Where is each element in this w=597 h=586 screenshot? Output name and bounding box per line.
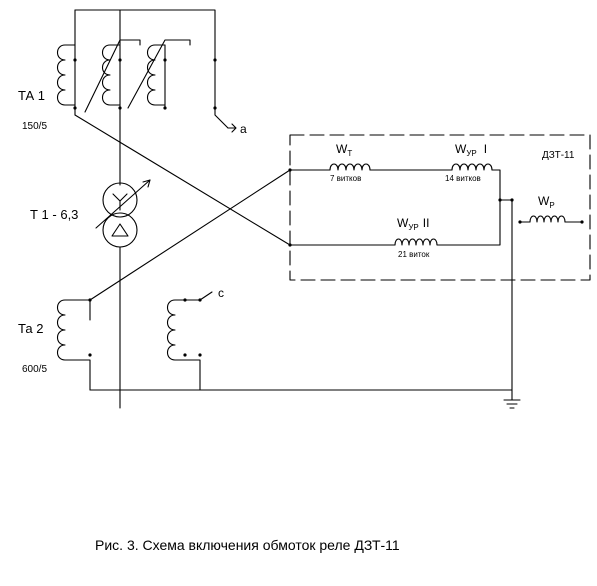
figure-caption: Рис. 3. Схема включения обмоток реле ДЗТ… bbox=[95, 537, 400, 553]
phase-c-label: с bbox=[218, 286, 224, 300]
ta2-ratio: 600/5 bbox=[22, 364, 47, 375]
ground-symbol bbox=[503, 199, 521, 409]
wire-wur1-to-junction bbox=[439, 169, 501, 246]
ta2-phase-c-coil bbox=[166, 291, 213, 391]
wur1-winding bbox=[451, 163, 493, 171]
ta1-phase-a-coil bbox=[56, 9, 76, 116]
wur2-turns: 21 виток bbox=[398, 250, 430, 259]
transformer-t1-symbol bbox=[95, 179, 151, 248]
ta1-top-bus bbox=[74, 9, 216, 46]
wur1-turns: 14 витков bbox=[445, 174, 481, 183]
ta2-phase-a-coil bbox=[56, 299, 91, 391]
relay-dzt11-box bbox=[289, 134, 591, 281]
ta2-label: Та 2 bbox=[18, 321, 43, 336]
phase-a-arrow bbox=[227, 123, 237, 133]
wp-winding bbox=[519, 215, 583, 223]
ta1-lead-a bbox=[214, 44, 229, 129]
wp-label: WР bbox=[538, 194, 555, 210]
wt-winding bbox=[329, 163, 371, 171]
t1-label: Т 1 - 6,3 bbox=[30, 207, 78, 222]
wt-turns: 7 витков bbox=[330, 174, 361, 183]
ta1-ratio: 150/5 bbox=[22, 121, 47, 132]
wur2-winding bbox=[394, 238, 441, 246]
wt-label: WТ bbox=[336, 142, 352, 158]
ta1-phase-b-coil bbox=[84, 39, 141, 113]
relay-label: ДЗТ-11 bbox=[542, 150, 575, 161]
terminal-dots bbox=[73, 58, 584, 357]
phase-a-label: a bbox=[240, 122, 247, 136]
ta1-phase-c-coil bbox=[127, 39, 191, 109]
ta1-label: ТА 1 bbox=[18, 88, 45, 103]
